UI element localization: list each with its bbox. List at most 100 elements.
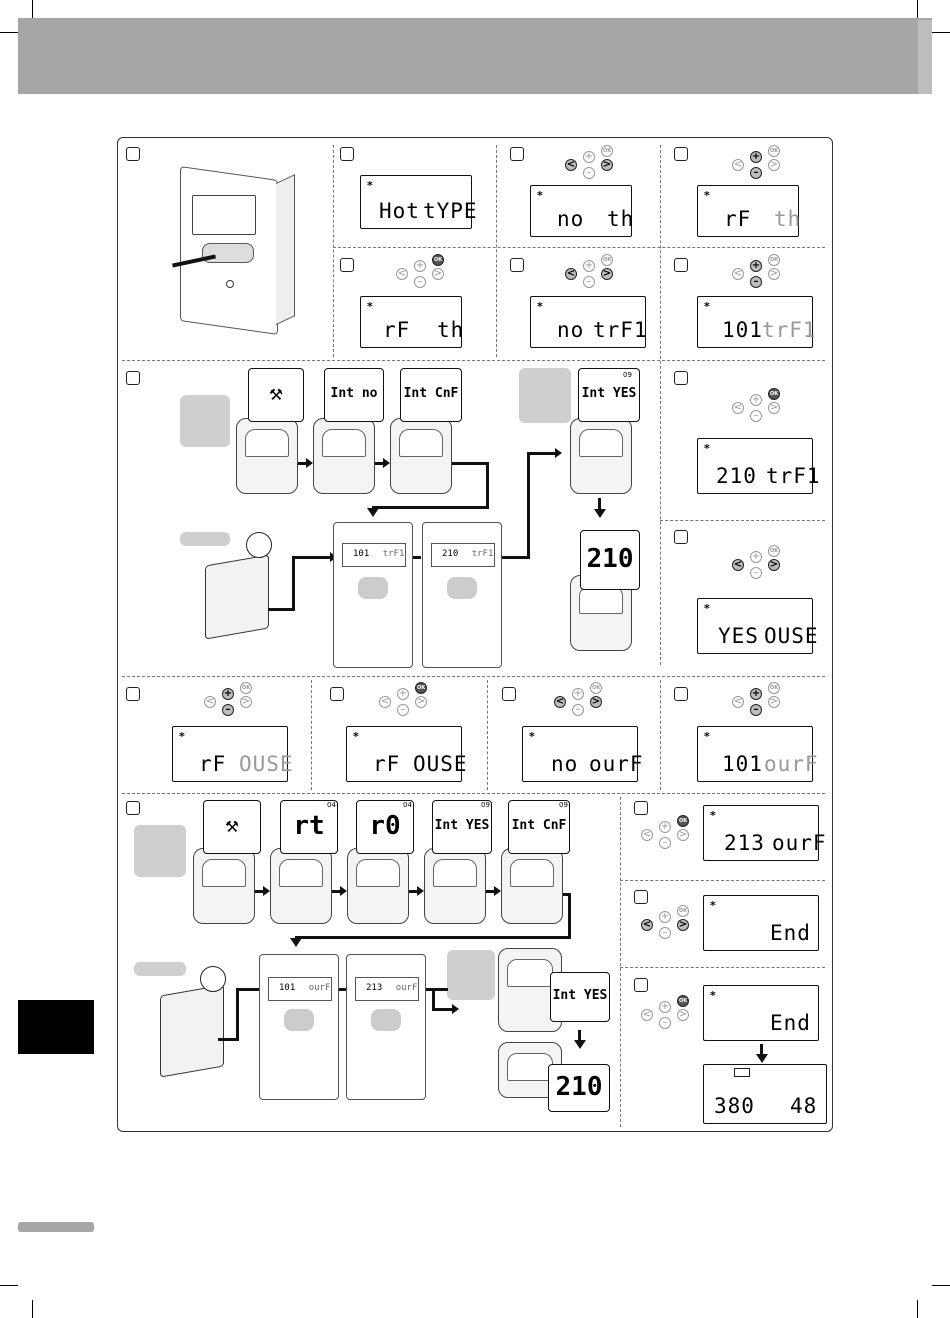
right-button[interactable]: > [768,268,780,280]
lcd-right: End [770,1011,811,1035]
ok-button[interactable]: OK [415,682,427,694]
minus-button[interactable]: – [750,276,762,288]
ok-button[interactable]: OK [601,145,613,157]
flow-arrow [236,988,239,1041]
minus-button[interactable]: – [750,410,762,422]
right-button[interactable]: > [240,696,252,708]
minus-button[interactable]: – [750,567,762,579]
plus-button[interactable]: + [222,688,234,700]
plus-button[interactable]: + [397,688,409,700]
step-box [674,147,688,161]
minus-button[interactable]: – [659,927,671,939]
plus-button[interactable]: + [659,911,671,923]
unit-value: 210 [442,549,459,559]
footer-bar [18,1222,94,1232]
left-button[interactable]: < [641,1009,653,1021]
ok-button[interactable]: OK [768,145,780,157]
divider [620,967,825,968]
right-button[interactable]: > [601,268,613,280]
ok-button[interactable]: OK [768,254,780,266]
flow-arrowhead [574,1040,586,1049]
right-button[interactable]: > [415,696,427,708]
plus-button[interactable]: + [750,151,762,163]
left-button[interactable]: < [396,268,408,280]
lcd-display: * Hot tYPE [360,175,477,229]
ok-button[interactable]: OK [677,905,689,917]
star-icon: * [537,300,543,313]
right-button[interactable]: > [768,559,780,571]
lcd-left: rF [724,207,752,231]
plus-button[interactable]: + [750,551,762,563]
right-button[interactable]: > [677,829,689,841]
lcd-right: trF1 [593,318,648,342]
left-button[interactable]: < [732,696,744,708]
left-button[interactable]: < [732,159,744,171]
ok-button[interactable]: OK [601,254,613,266]
button-pad: + – < > OK [200,682,260,718]
left-button[interactable]: < [554,696,566,708]
plus-button[interactable]: + [583,151,595,163]
bubble-int-cnf: Int CnF [508,800,570,854]
minus-button[interactable]: – [222,704,234,716]
left-button[interactable]: < [379,696,391,708]
star-icon: * [710,809,716,822]
right-button[interactable]: > [432,268,444,280]
unit-label: trF1 [382,549,405,559]
left-button[interactable]: < [641,829,653,841]
left-button[interactable]: < [565,268,577,280]
minus-button[interactable]: – [572,704,584,716]
crop-mark [917,0,918,18]
grey-panel [134,825,186,877]
plus-button[interactable]: + [750,260,762,272]
ok-button[interactable]: OK [768,388,780,400]
right-button[interactable]: > [768,696,780,708]
minus-button[interactable]: – [750,704,762,716]
left-button[interactable]: < [732,268,744,280]
ok-button[interactable]: OK [768,682,780,694]
lcd-right: OUSE [239,752,294,776]
left-button[interactable]: < [641,919,653,931]
flow-arrow [375,462,385,465]
left-button[interactable]: < [204,696,216,708]
right-button[interactable]: > [768,402,780,414]
right-button[interactable]: > [677,1009,689,1021]
ok-button[interactable]: OK [590,682,602,694]
step-box [330,687,344,701]
right-button[interactable]: > [601,159,613,171]
plus-button[interactable]: + [659,1001,671,1013]
plus-button[interactable]: + [750,394,762,406]
lcd-display: * no ourF [522,726,643,782]
minus-button[interactable]: – [750,167,762,179]
ok-button[interactable]: OK [677,815,689,827]
button-pad: + – < > OK [637,815,697,851]
ok-button[interactable]: OK [432,254,444,266]
thermostat [193,848,255,924]
ok-button[interactable]: OK [768,545,780,557]
minus-button[interactable]: – [583,167,595,179]
ok-button[interactable]: OK [240,682,252,694]
divider [311,680,312,790]
minus-button[interactable]: – [414,276,426,288]
plus-button[interactable]: + [583,260,595,272]
minus-button[interactable]: – [397,704,409,716]
minus-button[interactable]: – [659,837,671,849]
left-button[interactable]: < [565,159,577,171]
left-button[interactable]: < [732,559,744,571]
plus-button[interactable]: + [414,260,426,272]
step-box [126,687,140,701]
plus-button[interactable]: + [659,821,671,833]
plus-button[interactable]: + [572,688,584,700]
right-button[interactable]: > [590,696,602,708]
flow-arrow [255,890,265,893]
flow-arrow [236,988,262,991]
button-pad: + – < > OK [550,682,610,718]
right-button[interactable]: > [768,159,780,171]
step-box [510,258,524,272]
ok-button[interactable]: OK [677,995,689,1007]
minus-button[interactable]: – [659,1017,671,1029]
plus-button[interactable]: + [750,688,762,700]
left-button[interactable]: < [732,402,744,414]
flow-arrowhead [452,1004,459,1014]
right-button[interactable]: > [677,919,689,931]
minus-button[interactable]: – [583,276,595,288]
